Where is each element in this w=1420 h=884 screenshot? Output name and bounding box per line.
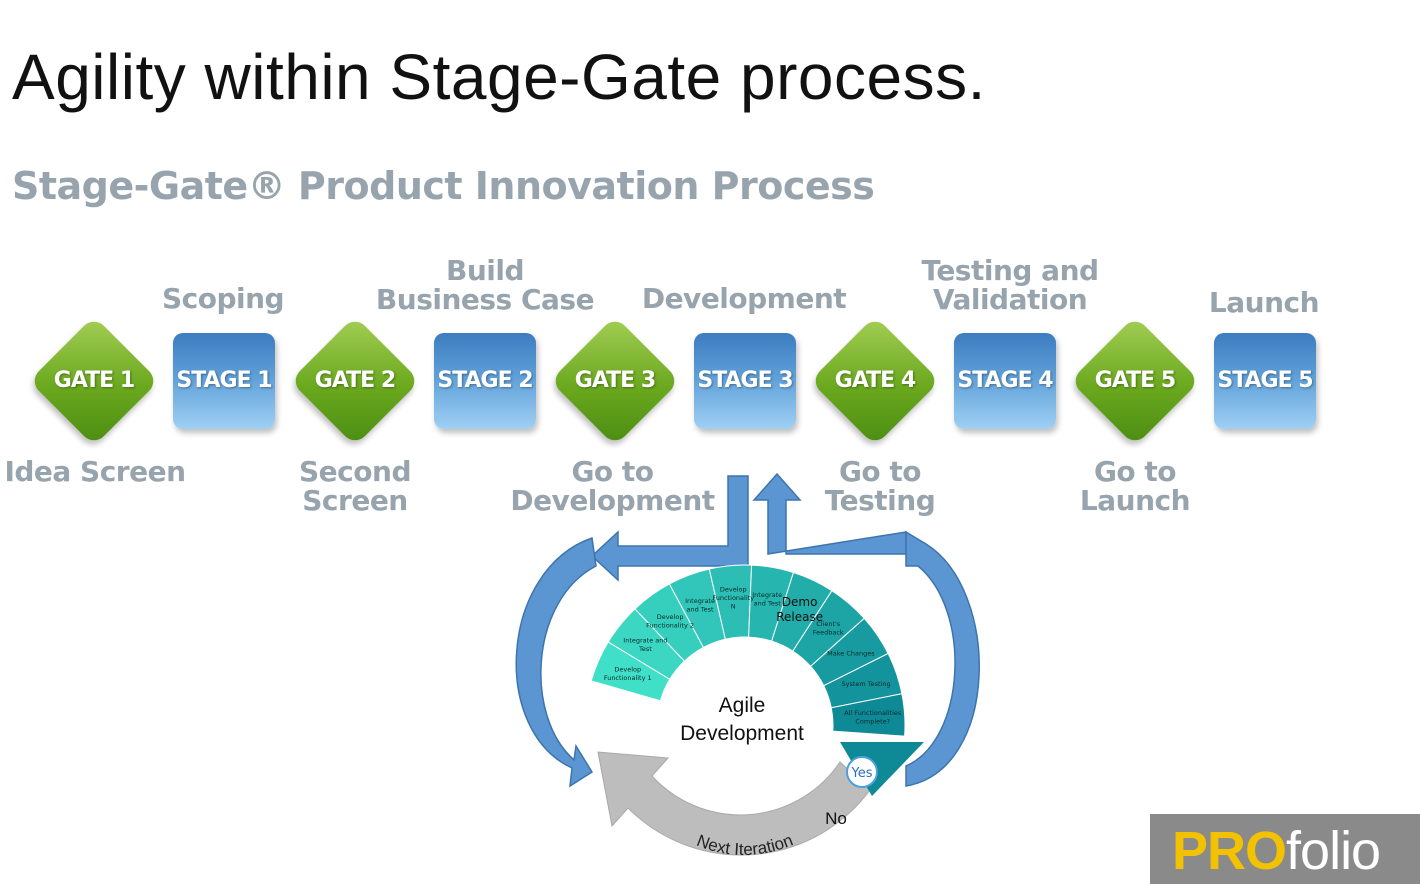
- gate-2-label: GATE 2: [314, 368, 396, 393]
- stage-2-label: STAGE 2: [437, 368, 533, 393]
- stage-1-label: STAGE 1: [176, 368, 272, 393]
- stage-heading-3: Development: [641, 282, 847, 315]
- logo-suffix: folio: [1286, 821, 1381, 881]
- agile-ring: [590, 564, 906, 737]
- stage-1-box: [173, 333, 275, 429]
- stage-heading-2: Build Business Case: [375, 254, 595, 316]
- stage-heading-4: Testing and Validation: [921, 254, 1099, 316]
- ring-segment-label: Make Changes: [827, 649, 875, 657]
- gate-5-label: GATE 5: [1094, 368, 1176, 393]
- stage-3-label: STAGE 3: [697, 368, 793, 393]
- stage-heading-1: Scoping: [161, 282, 285, 315]
- stage-3-box: [694, 333, 796, 429]
- agile-center-line2: Development: [680, 722, 804, 745]
- next-iteration-arrow: [597, 751, 871, 856]
- agile-center-line1: Agile: [719, 694, 766, 717]
- ring-segment: [830, 693, 906, 737]
- gate-4-caption: Go to Testing: [824, 455, 936, 517]
- gate-1-label: GATE 1: [53, 368, 135, 393]
- gate-5-caption: Go to Launch: [1079, 455, 1191, 517]
- gate-2-caption: Second Screen: [299, 455, 411, 517]
- gate-4-label: GATE 4: [834, 368, 916, 393]
- stage-5-label: STAGE 5: [1217, 368, 1313, 393]
- no-label: No: [825, 809, 847, 828]
- yes-label: Yes: [851, 766, 873, 781]
- arrow-right-up: [752, 472, 907, 555]
- stage-4-label: STAGE 4: [957, 368, 1053, 393]
- gate-3-label: GATE 3: [574, 368, 656, 393]
- curved-arrow-left: [515, 536, 597, 788]
- gate-1-caption: Idea Screen: [4, 455, 186, 488]
- logo-prefix: PRO: [1172, 821, 1287, 881]
- slide-title: Agility within Stage-Gate process.: [12, 41, 986, 113]
- stage-heading-5: Launch: [1208, 286, 1320, 319]
- arrow-down-left: [590, 475, 749, 582]
- yes-circle: [846, 756, 878, 788]
- diagram-subtitle: Stage-Gate® Product Innovation Process: [12, 164, 875, 208]
- ring-segment-label: System Testing: [842, 680, 891, 688]
- gate-3-caption: Go to Development: [510, 455, 715, 517]
- profolio-logo-text: PROfolio: [1172, 820, 1381, 882]
- stage-2-box: [434, 333, 536, 429]
- stage-4-box: [954, 333, 1056, 429]
- stage-5-box: [1214, 333, 1316, 429]
- curved-arrow-right: [905, 530, 980, 787]
- ring-arrow-tip: [840, 742, 924, 796]
- profolio-logo: PROfolio: [1150, 814, 1420, 884]
